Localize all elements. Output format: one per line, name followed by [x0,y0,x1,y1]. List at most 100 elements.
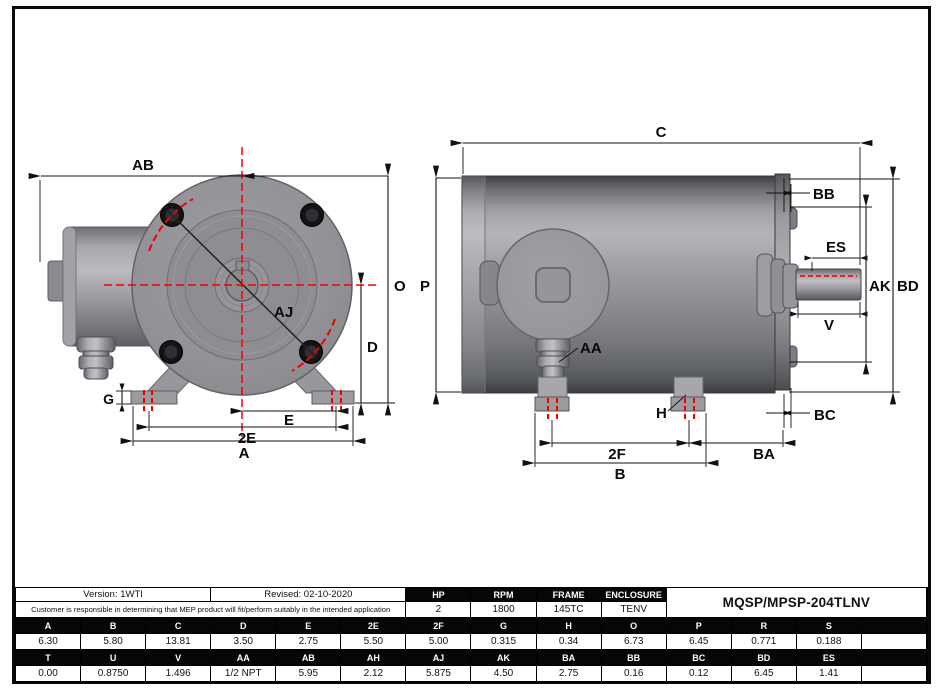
dim-value-cell: 5.875 [406,666,472,682]
dim-value-cell: 0.771 [731,634,797,650]
dim-label-ak: AK [869,278,891,295]
dim-label-2f: 2F [608,446,626,463]
dim-header-cell: ES [796,650,862,666]
dim-header-cell: C [146,618,212,634]
dim-header-cell: H [536,618,602,634]
dim-header-cell: S [796,618,862,634]
dim-header-cell: BB [601,650,667,666]
dim-header-cell: AB [276,650,342,666]
dim-label-p: P [420,278,430,295]
dim-value-cell: 2.75 [536,666,602,682]
foot-hole-centerlines-side [547,398,695,419]
spec-header-enclosure: ENCLOSURE [601,588,667,602]
dim-label-bd: BD [897,278,919,295]
dim-value-cell: 0.00 [16,666,82,682]
dim-label-v: V [824,317,834,334]
dim-value-cell: 1.496 [146,666,212,682]
shaft-hub [756,253,799,317]
dim-es [804,255,868,271]
dim-header-cell: P [666,618,732,634]
dim-label-d: D [367,339,378,356]
dim-value-cell [861,666,927,682]
dim-value-cell: 5.95 [276,666,342,682]
dim-header-cell: G [471,618,537,634]
dim-label-a: A [239,445,250,462]
dimension-table: Version: 1WTI Revised: 02-10-2020 HP RPM… [15,587,928,683]
dim-p [432,165,461,405]
dim-bc [766,388,810,428]
dim-label-ab: AB [132,157,154,174]
spec-value-hp: 2 [406,602,472,618]
junction-cover-boss [496,228,610,342]
dim-header-cell: V [146,650,212,666]
dim-value-cell: 6.45 [666,634,732,650]
spec-header-rpm: RPM [471,588,537,602]
dim-header-cell: E [276,618,342,634]
front-view: AB O D G E 2E A AJ [28,147,406,462]
spec-value-rpm: 1800 [471,602,537,618]
dim-value-cell: 2.75 [276,634,342,650]
dim-c [450,139,873,265]
dim-label-c: C [656,124,667,141]
version-cell: Version: 1WTI [16,588,212,602]
dim-value-cell: 13.81 [146,634,212,650]
dim-ab [28,172,255,262]
spec-value-enclosure: TENV [601,602,667,618]
cable-gland-side [535,338,571,379]
dim-2e [136,411,349,431]
centerlines-side [547,275,857,419]
dim-a [120,406,366,446]
dim-label-aj: AJ [274,304,293,321]
dim-header-cell: O [601,618,667,634]
dim-header-cell: AK [471,650,537,666]
cable-gland-front [76,336,116,380]
dim-value-cell: 6.30 [16,634,82,650]
dim-header-cell: AH [341,650,407,666]
dim-label-ba: BA [753,446,775,463]
dim-ak [790,194,872,375]
dim-header-cell [861,618,927,634]
dim-header-cell: 2E [341,618,407,634]
leader-aa [558,347,579,363]
spec-header-frame: FRAME [536,588,602,602]
dim-header-cell: BA [536,650,602,666]
revised-cell: Revised: 02-10-2020 [211,588,407,602]
model-number: MQSP/MPSP-204TLNV [666,588,927,618]
dim-value-cell: 0.12 [666,666,732,682]
dim-value-cell: 3.50 [211,634,277,650]
dim-v [790,302,868,318]
dim-label-bc: BC [814,407,836,424]
dim-value-cell: 0.34 [536,634,602,650]
centerlines-front [104,147,380,437]
dim-value-cell: 0.315 [471,634,537,650]
mounting-feet-side [534,376,706,412]
dim-label-o: O [394,278,406,295]
dim-value-cell: 2.12 [341,666,407,682]
output-shaft [795,268,862,301]
dim-label-aa: AA [580,340,602,357]
dim-label-g: G [103,391,114,407]
dim-header-cell: U [81,650,147,666]
dim-label-h: H [656,405,667,422]
dim-label-bb: BB [813,186,835,203]
dim-header-cell: B [81,618,147,634]
dim-value-cell: 6.45 [731,666,797,682]
dim-header-cell: BD [731,650,797,666]
dim-header-cell: T [16,650,82,666]
dim-bd [789,166,900,405]
spec-header-hp: HP [406,588,472,602]
dim-value-cell: 6.73 [601,634,667,650]
dim-header-cell: D [211,618,277,634]
disclaimer: Customer is responsible in determining t… [16,602,407,618]
end-cap-boss [479,260,500,306]
dim-value-cell: 1/2 NPT [211,666,277,682]
dim-header-cell: AA [211,650,277,666]
dim-header-cell: R [731,618,797,634]
dim-value-cell: 0.188 [796,634,862,650]
dim-ba [676,430,796,447]
dimensions-side [432,139,900,467]
dim-label-b: B [615,466,626,483]
dimensions-front [28,163,395,446]
dim-g [116,383,131,412]
